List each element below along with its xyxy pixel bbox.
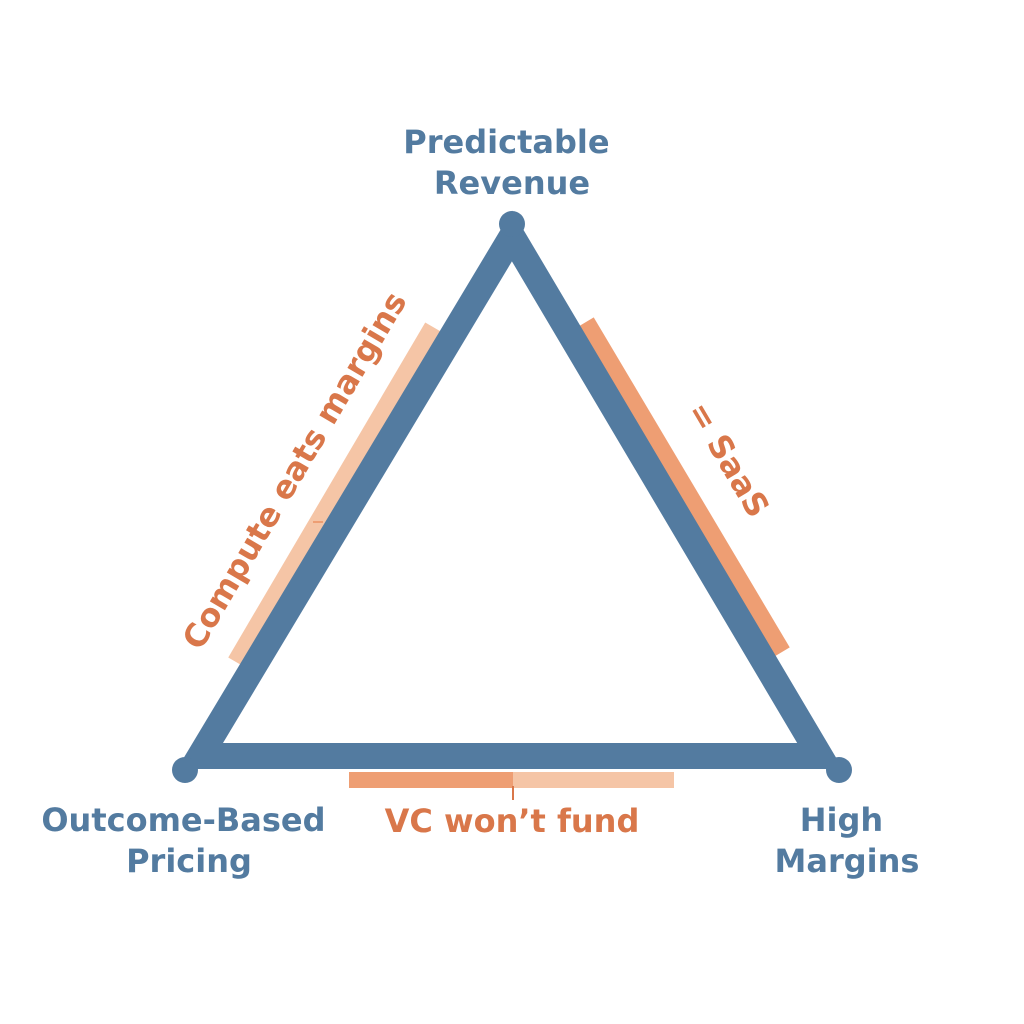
vertex-dot-top <box>499 211 525 237</box>
vertex-label-bottom-left: Outcome-Based Pricing <box>41 801 336 880</box>
vertex-label-bottom-left-line2: Pricing <box>126 842 252 880</box>
vertex-label-top-line1: Predictable <box>403 123 609 161</box>
vertex-label-bottom-left-line1: Outcome-Based <box>41 801 325 839</box>
vertex-label-bottom-right-line2: Margins <box>775 842 920 880</box>
vertex-label-top: Predictable Revenue <box>403 123 620 202</box>
right-edge-accent-bar <box>578 317 790 657</box>
vertex-label-top-line2: Revenue <box>434 164 590 202</box>
edge-label-bottom: VC won’t fund <box>385 802 640 840</box>
vertex-dot-bottom-right <box>826 757 852 783</box>
vertex-label-bottom-right-line1: High <box>800 801 883 839</box>
vertex-dot-bottom-left <box>172 757 198 783</box>
vertex-label-bottom-right: High Margins <box>775 801 920 880</box>
left-edge-accent-bar <box>228 322 441 667</box>
triangle-outline <box>177 210 843 769</box>
